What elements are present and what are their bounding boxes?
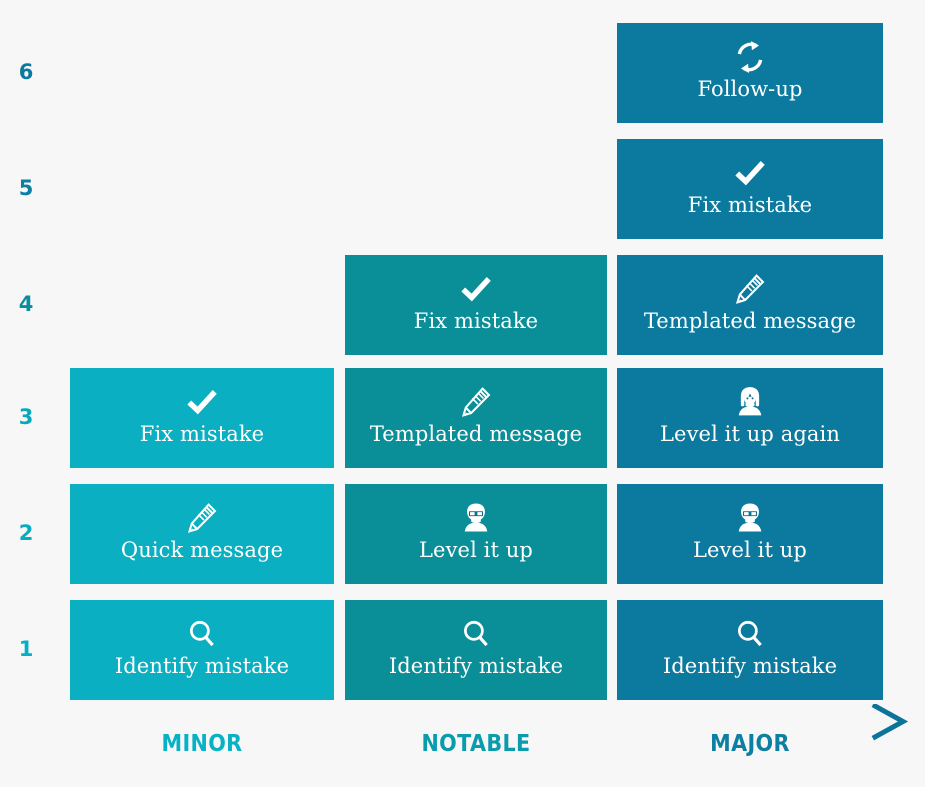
check-icon	[185, 385, 219, 419]
matrix-cell[interactable]: Templated message	[617, 255, 883, 355]
x-axis-label-notable: NOTABLE	[421, 731, 531, 757]
matrix-cell-label: Identify mistake	[388, 654, 564, 679]
matrix-cell-label: Templated message	[369, 422, 583, 447]
matrix-cell[interactable]: Level it up	[345, 484, 607, 584]
pencil-icon	[185, 501, 219, 535]
check-icon	[733, 156, 767, 190]
matrix-cell[interactable]: Fix mistake	[617, 139, 883, 239]
matrix-cell-label: Level it up again	[660, 422, 840, 447]
check-icon	[459, 272, 493, 306]
matrix-cell[interactable]: Identify mistake	[345, 600, 607, 700]
search-icon	[185, 617, 219, 651]
severity-axis-arrow	[16, 704, 909, 741]
matrix-cell-label: Level it up	[419, 538, 533, 563]
matrix-cell-label: Templated message	[643, 309, 857, 334]
matrix-cell[interactable]: Level it up	[617, 484, 883, 584]
y-axis-tick-1: 1	[18, 637, 34, 661]
matrix-cell-label: Quick message	[120, 538, 284, 563]
matrix-cell[interactable]: Fix mistake	[70, 368, 334, 468]
matrix-cell[interactable]: Level it up again	[617, 368, 883, 468]
y-axis: 6 5 4 3 2 1	[0, 0, 70, 710]
matrix-cell[interactable]: Identify mistake	[70, 600, 334, 700]
search-icon	[733, 617, 767, 651]
search-icon	[459, 617, 493, 651]
x-axis-label-major: MAJOR	[710, 731, 790, 757]
y-axis-tick-3: 3	[18, 405, 34, 429]
matrix-cell[interactable]: Quick message	[70, 484, 334, 584]
y-axis-tick-2: 2	[18, 521, 34, 545]
pencil-icon	[459, 385, 493, 419]
matrix-cell-label: Level it up	[693, 538, 807, 563]
y-axis-tick-5: 5	[18, 176, 34, 200]
y-axis-tick-6: 6	[18, 60, 34, 84]
person-longhair-icon	[733, 385, 767, 419]
matrix-cell[interactable]: Templated message	[345, 368, 607, 468]
matrix-cell-label: Fix mistake	[139, 422, 265, 447]
matrix-grid: Identify mistake Quick message Fix mistake…	[70, 23, 883, 700]
matrix-cell[interactable]: Fix mistake	[345, 255, 607, 355]
matrix-cell[interactable]: Follow-up	[617, 23, 883, 123]
matrix-cell-label: Fix mistake	[413, 309, 539, 334]
person-glasses-icon	[459, 501, 493, 535]
x-axis-labels: MINOR NOTABLE MAJOR	[0, 733, 925, 773]
matrix-cell-label: Identify mistake	[662, 654, 838, 679]
matrix-cell-label: Follow-up	[697, 77, 803, 102]
matrix-cell-label: Fix mistake	[687, 193, 813, 218]
matrix-cell-label: Identify mistake	[114, 654, 290, 679]
x-axis-label-minor: MINOR	[161, 731, 243, 757]
matrix-cell[interactable]: Identify mistake	[617, 600, 883, 700]
pencil-icon	[733, 272, 767, 306]
person-glasses-icon	[733, 501, 767, 535]
refresh-icon	[733, 40, 767, 74]
y-axis-tick-4: 4	[18, 292, 34, 316]
